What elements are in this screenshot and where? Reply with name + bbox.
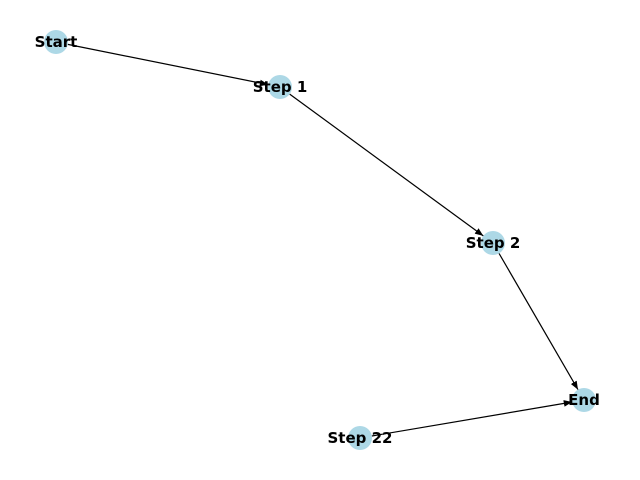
node-step1-label: Step 1 [253,78,308,96]
edge-start-to-step1 [67,43,269,87]
node-step22-label: Step 22 [328,429,393,447]
node-step2: Step 2 [466,231,521,255]
node-step1: Step 1 [253,75,308,99]
node-end-label: End [568,391,600,409]
node-step22-circle [348,426,372,450]
edge-step1-to-step2 [289,93,484,237]
edge-step22-to-end [371,400,573,437]
node-start-label: Start [35,33,78,51]
node-step2-circle [481,231,505,255]
node-step2-label: Step 2 [466,234,521,252]
node-end-circle [572,388,596,412]
node-step22: Step 22 [328,426,393,450]
node-start: Start [35,30,78,54]
node-end: End [568,388,600,412]
nodes-layer: Start Step 1 Step 2 End Step 22 [35,30,600,450]
edges-layer [67,43,579,437]
edge-step2-to-end [498,253,579,390]
node-step1-circle [268,75,292,99]
node-start-circle [44,30,68,54]
